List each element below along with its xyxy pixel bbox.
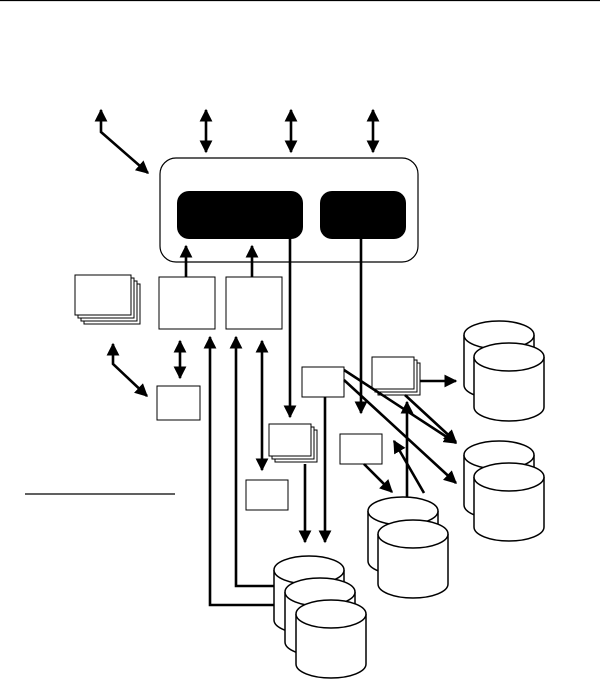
external-arrows: [94, 108, 380, 174]
right-stack-to-db-right: [404, 394, 457, 443]
database-group-middle-right: [463, 440, 545, 542]
center-box-to-db-right-1: [343, 379, 457, 484]
memory-block-right: [320, 191, 406, 239]
process-box-2: [225, 276, 283, 330]
small-box-right: [339, 433, 383, 465]
stacked-boxes-middle: [268, 423, 318, 463]
stacked-documents-left: [74, 274, 141, 325]
database-group-top-right: [463, 320, 545, 422]
stacked-boxes-right: [371, 356, 421, 396]
center-box-to-db-right-2: [343, 368, 458, 445]
process-box-1: [158, 276, 216, 330]
connection-arrows: [106, 239, 458, 607]
diagonal-client-arrow: [94, 108, 149, 174]
database-group-bottom-center: [367, 496, 449, 599]
db-to-box2-return: [229, 335, 276, 588]
right-box-to-db-bottom: [363, 463, 393, 493]
docs-to-smallbox: [106, 342, 148, 397]
database-group-bottom: [273, 555, 367, 679]
small-box-center: [301, 366, 345, 398]
memory-block-left: [177, 191, 303, 239]
db-bottom-to-right-box: [392, 439, 426, 494]
db-to-box1-return: [203, 335, 276, 607]
small-box-left: [156, 385, 201, 421]
small-box-bottom: [245, 479, 289, 511]
